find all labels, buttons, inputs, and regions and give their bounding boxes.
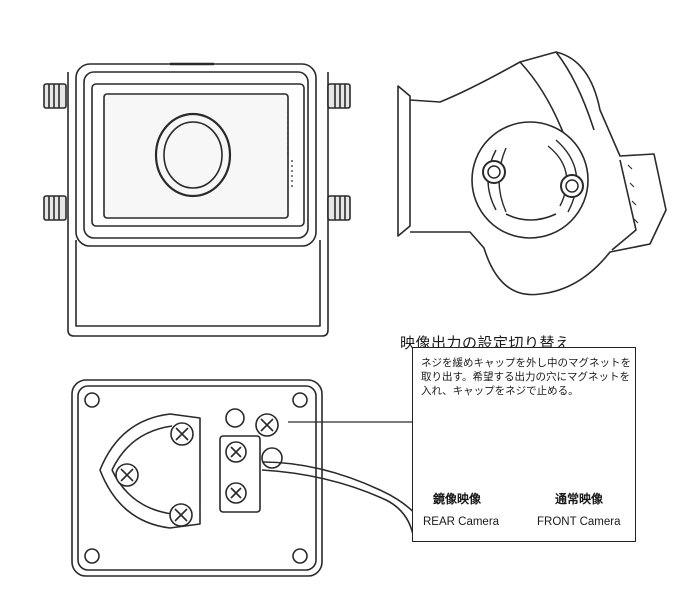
magnet-hole-a [225,408,245,428]
option-rear-label-jp: 鏡像映像 [433,492,482,506]
camera-side-view [397,51,667,296]
option-front-label-en: FRONT Camera [537,516,621,528]
front-mount-bracket [67,72,329,337]
option-rear-label-en: REAR Camera [423,516,500,528]
front-lens [154,112,232,198]
camera-rear-view [71,379,433,577]
front-bracket-bolts [43,83,351,221]
option-front-label-jp: 通常映像 [555,492,604,506]
instruction-text: ネジを緩めキャップを外し中のマグネットを取り出す。希望する出力の穴にマグネットを… [421,357,631,397]
side-pivot-disc [471,121,589,239]
camera-front-view [43,62,351,337]
magnet-hole-b [261,447,283,469]
side-adjust-knobs [482,160,584,198]
rear-screws [115,413,279,527]
side-mount-plate [397,85,411,237]
callout-box: ネジを緩めキャップを外し中のマグネットを取り出す。希望する出力の穴にマグネットを… [412,347,636,542]
